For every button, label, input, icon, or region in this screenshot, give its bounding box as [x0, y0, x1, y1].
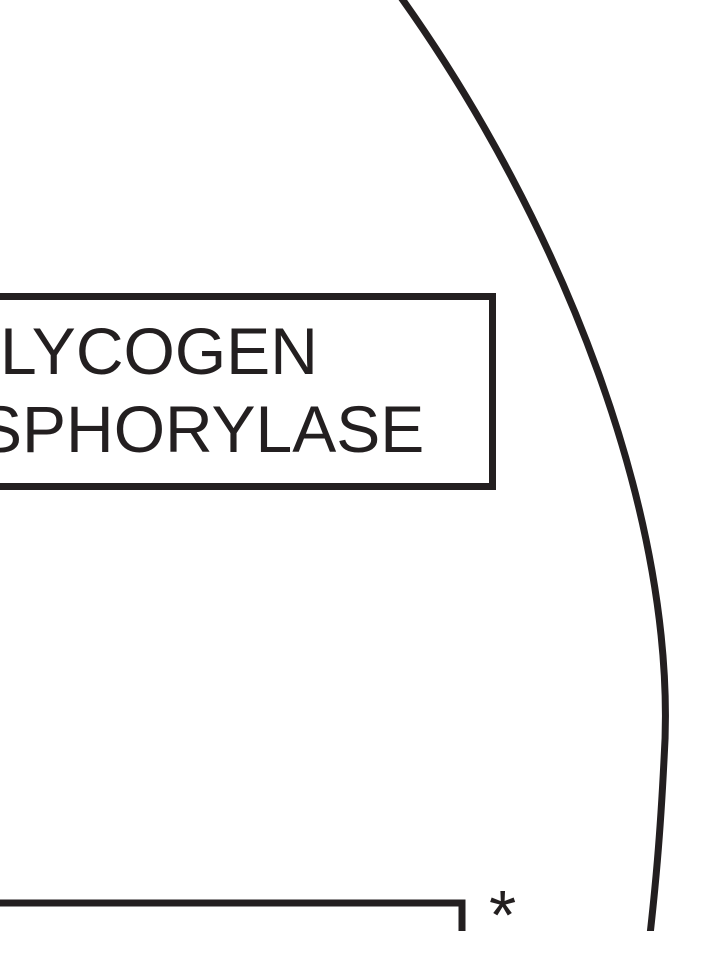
lower-box-outline: [0, 899, 466, 931]
enzyme-label-box: [0, 293, 496, 490]
asterisk-marker: *: [489, 876, 517, 954]
compartment-outline: [398, 0, 669, 931]
diagram-canvas: [0, 0, 669, 931]
enzyme-label-line-2: SPHORYLASE: [0, 392, 425, 466]
enzyme-label-line-1: LYCOGEN: [0, 314, 318, 388]
